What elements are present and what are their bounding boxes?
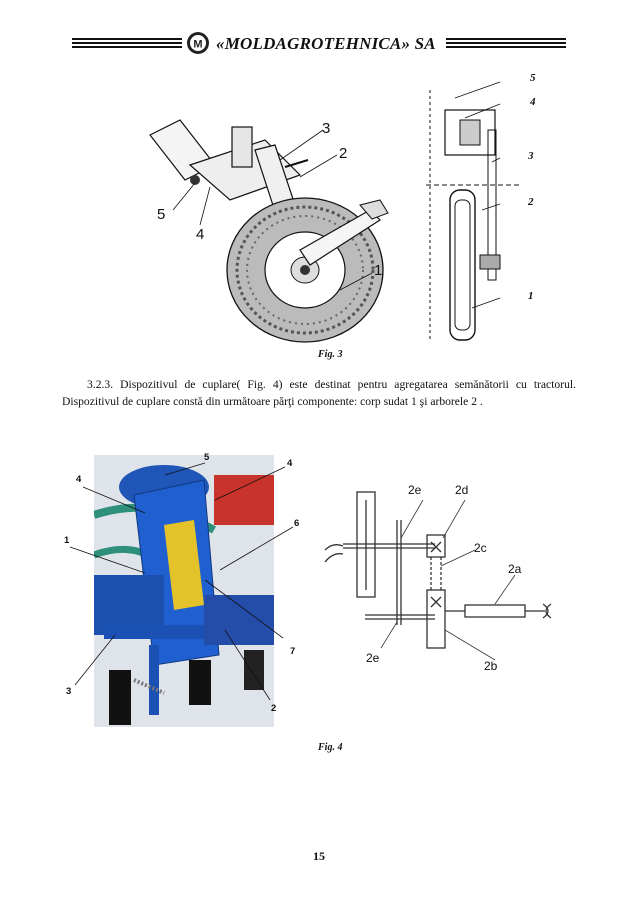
fig3-drawing-label-1: 1 — [528, 290, 534, 302]
fig4-label-6: 6 — [294, 518, 300, 529]
fig3-wheel-illustration — [149, 119, 389, 343]
fig3-drawing-label-5: 5 — [530, 72, 536, 84]
fig3-side-drawing — [426, 81, 520, 341]
fig3-caption: Fig. 3 — [318, 349, 343, 360]
fig4-label-5: 5 — [204, 452, 210, 463]
scheme-label-2d: 2d — [455, 483, 469, 497]
fig3-drawing-label-3: 3 — [528, 150, 534, 162]
fig3-drawing-label-2: 2 — [528, 196, 534, 208]
scheme-label-2b: 2b — [484, 659, 498, 673]
company-logo-icon: M — [187, 32, 209, 54]
fig4-kinematic-scheme — [324, 491, 552, 661]
fig3-drawing-label-4: 4 — [530, 96, 536, 108]
scheme-label-2c: 2c — [474, 541, 487, 555]
fig3-label-1: 1 — [374, 262, 383, 279]
fig3-label-2: 2 — [339, 145, 348, 162]
fig4-photo-leader-lines — [69, 462, 294, 701]
fig3-label-4: 4 — [196, 226, 205, 243]
page-number: 15 — [313, 849, 325, 863]
fig4-label-3: 3 — [66, 686, 72, 697]
logo-letter: M — [193, 39, 202, 51]
section-paragraph: 3.2.3. Dispozitivul de cuplare( Fig. 4) … — [62, 378, 576, 408]
scheme-label-2a: 2a — [508, 562, 522, 576]
header-rule-left — [72, 38, 182, 52]
fig4-coupling-photo — [94, 455, 274, 727]
fig3-label-3: 3 — [322, 120, 331, 137]
scheme-label-2e-top: 2e — [408, 483, 422, 497]
fig3-label-5: 5 — [157, 206, 166, 223]
fig4-label-1: 1 — [64, 535, 70, 546]
fig4-label-4-right: 4 — [287, 458, 293, 469]
header-rule-right — [446, 38, 566, 52]
fig4-label-2: 2 — [271, 703, 277, 714]
scheme-label-2e-bottom: 2e — [366, 651, 380, 665]
fig4-caption: Fig. 4 — [318, 742, 343, 753]
company-name: «MOLDAGROTEHNICA» SA — [216, 34, 436, 53]
fig3-photo-leader-lines — [172, 129, 373, 291]
fig4-label-7: 7 — [290, 646, 296, 657]
fig4-label-4-left: 4 — [76, 474, 82, 485]
